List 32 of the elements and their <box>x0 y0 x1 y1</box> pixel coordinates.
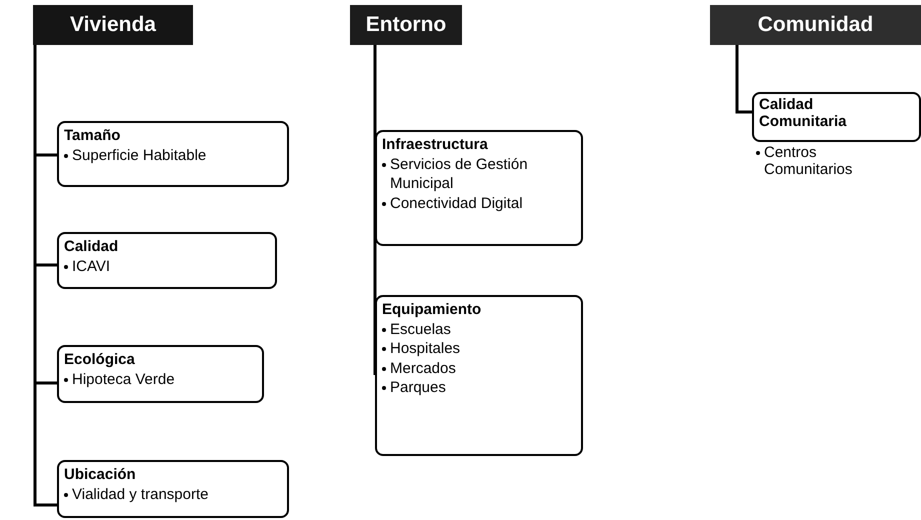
list-item: Vialidad y transporte <box>72 484 208 504</box>
header-title: Vivienda <box>70 13 156 37</box>
box-heading: Infraestructura <box>382 135 489 154</box>
list-item: Conectividad Digital <box>390 194 523 213</box>
category-header <box>710 5 921 45</box>
connector-line <box>736 45 752 114</box>
category-header <box>350 5 462 45</box>
header-title: Comunidad <box>758 13 874 37</box>
header-title: Entorno <box>366 13 446 37</box>
category-box <box>57 345 264 403</box>
category-box <box>57 232 277 289</box>
box-heading: Ubicación <box>64 465 137 484</box>
box-heading: Ecológica <box>64 350 136 370</box>
list-item: Parques <box>390 378 446 398</box>
category-box <box>375 130 583 246</box>
list-item: Escuelas <box>390 320 451 339</box>
box-heading: Calidad Comunitaria <box>759 97 848 130</box>
category-header <box>33 5 193 45</box>
category-box <box>375 295 583 456</box>
list-item: ICAVI <box>72 256 110 276</box>
list-item: Mercados <box>390 358 456 378</box>
box-heading: Equipamiento <box>382 300 482 320</box>
list-item: Hospitales <box>390 339 460 358</box>
box-heading: Tamaño <box>64 126 122 146</box>
list-item: Hipoteca Verde <box>72 370 175 389</box>
category-box <box>752 92 921 142</box>
category-box <box>57 121 289 187</box>
box-heading: Calidad <box>64 237 120 256</box>
category-box <box>57 460 289 518</box>
list-item: Centros Comunitarios <box>764 144 854 178</box>
list-item: Servicios de Gestión Municipal <box>390 154 529 194</box>
list-item: Superficie Habitable <box>72 146 206 165</box>
